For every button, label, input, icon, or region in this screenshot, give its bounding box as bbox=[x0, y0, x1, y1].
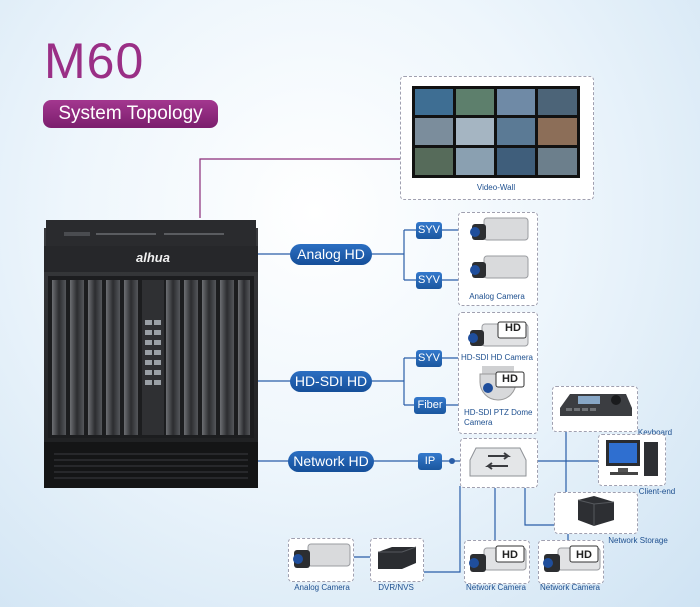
keyboard-caption: Keyboard bbox=[637, 428, 673, 437]
network-switch-icon bbox=[469, 447, 527, 477]
hd-badge-4: HD bbox=[576, 549, 592, 561]
network-camera-1-caption: Network Camera bbox=[465, 583, 526, 592]
network-storage-icon bbox=[577, 496, 615, 526]
dvr-nvs-icon bbox=[378, 546, 417, 569]
ip-tag: IP bbox=[418, 453, 442, 470]
hdsdi-camera-caption: HD-SDI HD Camera bbox=[460, 353, 533, 362]
analog-camera-bottom-caption: Analog Camera bbox=[294, 583, 350, 592]
analog-camera-top-caption: Analog Camera bbox=[469, 292, 525, 301]
ptz-dome-caption-line1: HD-SDI PTZ Dome bbox=[464, 408, 533, 417]
hd-badge-1: HD bbox=[505, 322, 521, 334]
analog-camera-icon-2 bbox=[470, 255, 529, 279]
hd-sdi-camera-icon bbox=[468, 321, 529, 347]
brand-logo: alhua bbox=[136, 250, 170, 265]
ptz-dome-caption-line2: Camera bbox=[464, 418, 493, 427]
client-end-computer-icon bbox=[606, 440, 658, 476]
ptz-dome-icon bbox=[479, 366, 525, 401]
client-end-caption: Client-end bbox=[638, 487, 676, 496]
syv-tag-3: SYV bbox=[416, 350, 442, 367]
network-hd-pill: Network HD bbox=[288, 451, 374, 472]
video-wall-caption: Video-Wall bbox=[476, 183, 516, 192]
page-title: M60 bbox=[44, 33, 145, 89]
dvr-nvs-caption: DVR/NVS bbox=[378, 583, 414, 592]
keyboard-icon bbox=[560, 394, 632, 416]
video-wall-icon bbox=[412, 86, 580, 178]
network-camera-1-icon bbox=[469, 545, 527, 572]
analog-camera-bottom-icon bbox=[293, 543, 351, 568]
syv-tag-2: SYV bbox=[416, 272, 442, 289]
m60-chassis-icon bbox=[44, 220, 258, 488]
hd-badge-3: HD bbox=[502, 549, 518, 561]
syv-tag-1: SYV bbox=[416, 222, 442, 239]
network-camera-2-caption: Network Camera bbox=[539, 583, 600, 592]
network-storage-caption: Network Storage bbox=[608, 536, 668, 545]
fiber-tag: Fiber bbox=[414, 397, 446, 414]
analog-hd-pill: Analog HD bbox=[290, 244, 372, 265]
hd-badge-2: HD bbox=[502, 373, 518, 385]
network-camera-2-icon bbox=[543, 545, 601, 572]
hd-sdi-hd-pill: HD-SDI HD bbox=[290, 371, 372, 392]
analog-camera-icon bbox=[470, 217, 529, 241]
page-subtitle: System Topology bbox=[43, 100, 218, 128]
